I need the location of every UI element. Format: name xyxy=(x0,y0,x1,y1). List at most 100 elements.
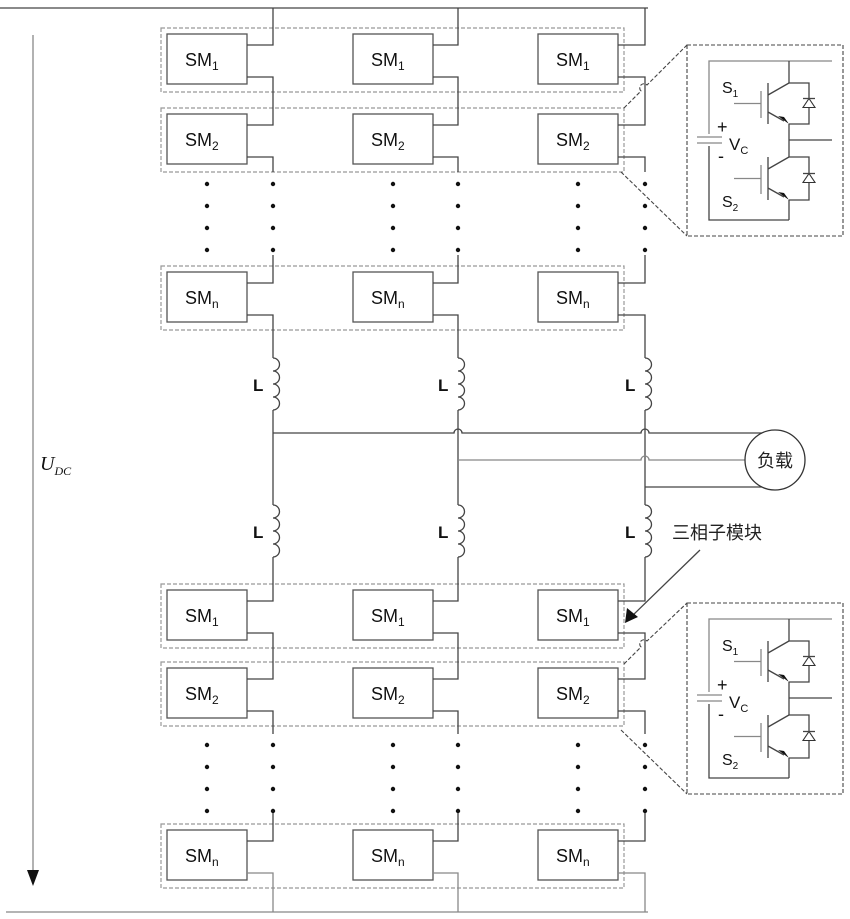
switch-label-subscript: 2 xyxy=(733,203,739,214)
switch-label: S2 xyxy=(722,752,739,772)
continuation-dot xyxy=(576,743,580,747)
capacitor-plus: + xyxy=(717,117,728,137)
continuation-dot xyxy=(643,182,647,186)
igbt-icon xyxy=(768,641,789,682)
continuation-dot xyxy=(391,743,395,747)
phase-wire xyxy=(247,873,273,912)
inductor-label: L xyxy=(438,376,448,395)
phase-wire xyxy=(618,633,645,679)
inductor-coil xyxy=(458,358,465,410)
continuation-dot xyxy=(576,809,580,813)
continuation-dot xyxy=(205,182,209,186)
continuation-dot xyxy=(205,743,209,747)
phase-wire xyxy=(433,8,458,45)
continuation-dot xyxy=(205,204,209,208)
detail-wire xyxy=(789,61,832,220)
submodule-label-subscript: n xyxy=(583,297,590,311)
submodule-label-subscript: 2 xyxy=(583,139,590,153)
phase-wire xyxy=(618,813,645,841)
inductor-label: L xyxy=(625,523,635,542)
phase-wire xyxy=(618,8,645,45)
continuation-dot xyxy=(643,248,647,252)
phase-wire xyxy=(433,633,458,679)
phase-wire xyxy=(618,255,645,283)
capacitor-minus: - xyxy=(718,146,724,166)
phase-wire xyxy=(247,813,273,841)
phase-wire xyxy=(247,8,273,45)
capacitor-plus: + xyxy=(717,675,728,695)
submodule-label-main: SM xyxy=(371,130,398,150)
continuation-dot xyxy=(456,809,460,813)
inductor-label: L xyxy=(625,376,635,395)
annotation-arrow-line xyxy=(630,550,700,618)
load-label: 负载 xyxy=(757,451,793,472)
igbt-gate xyxy=(734,723,761,752)
igbt-icon xyxy=(768,83,789,124)
inductor-coil xyxy=(458,505,465,557)
submodule-label-main: SM xyxy=(556,130,583,150)
continuation-dot xyxy=(576,248,580,252)
capacitor-icon xyxy=(697,695,722,701)
inductor-coil xyxy=(645,505,652,557)
continuation-dot xyxy=(576,204,580,208)
continuation-dot xyxy=(205,248,209,252)
phase-wire xyxy=(247,157,273,172)
continuation-dot xyxy=(456,182,460,186)
submodule-label-main: SM xyxy=(371,684,398,704)
phase-wire xyxy=(247,711,273,734)
continuation-dot xyxy=(456,743,460,747)
diode-icon xyxy=(803,732,815,741)
annotation-arrowhead xyxy=(625,608,638,623)
continuation-dot xyxy=(391,765,395,769)
switch-label: S1 xyxy=(722,638,739,658)
submodule-label-subscript: n xyxy=(212,855,219,869)
phase-wire xyxy=(247,557,273,601)
phase-wire xyxy=(618,873,645,912)
inductor-coil xyxy=(645,358,652,410)
phase-wire xyxy=(433,315,458,358)
submodule-label-subscript: 1 xyxy=(398,615,405,629)
diode-icon xyxy=(803,657,815,666)
submodule-label-main: SM xyxy=(185,684,212,704)
continuation-dot xyxy=(643,787,647,791)
submodule-label-subscript: 2 xyxy=(398,693,405,707)
continuation-dot xyxy=(271,743,275,747)
phase-wire xyxy=(433,255,458,283)
submodule-label-main: SM xyxy=(556,684,583,704)
continuation-dot xyxy=(643,743,647,747)
igbt-icon xyxy=(768,715,789,758)
submodule-label-subscript: n xyxy=(212,297,219,311)
submodule-label-main: SM xyxy=(371,846,398,866)
submodule-label-main: SM xyxy=(185,288,212,308)
switch-label-subscript: 1 xyxy=(733,647,739,658)
phase-wire xyxy=(618,557,645,601)
phase-wire xyxy=(433,77,458,125)
phase-wire xyxy=(433,813,458,841)
continuation-dot xyxy=(205,226,209,230)
submodule-label-main: SM xyxy=(371,288,398,308)
inductor-coil xyxy=(273,505,280,557)
switch-label: S2 xyxy=(722,194,739,214)
phase-wire xyxy=(433,873,458,912)
switch-label-main: S xyxy=(722,80,733,97)
three-phase-submodule-annotation: 三相子模块 xyxy=(672,523,762,544)
submodule-label-subscript: 1 xyxy=(212,59,219,73)
switch-label-subscript: 1 xyxy=(733,89,739,100)
continuation-dot xyxy=(391,809,395,813)
capacitor-voltage-label-main: V xyxy=(729,693,741,712)
switch-label: S1 xyxy=(722,80,739,100)
inductor-label: L xyxy=(253,376,263,395)
continuation-dot xyxy=(576,182,580,186)
continuation-dot xyxy=(456,787,460,791)
phase-b-output-line xyxy=(458,456,745,460)
capacitor-voltage-label-main: V xyxy=(729,135,741,154)
phase-wire xyxy=(433,711,458,734)
callout-line xyxy=(621,172,687,236)
continuation-dot xyxy=(271,787,275,791)
capacitor-minus: - xyxy=(718,704,724,724)
continuation-dot xyxy=(576,765,580,769)
igbt-icon xyxy=(768,157,789,200)
phase-wire xyxy=(618,157,645,172)
continuation-dot xyxy=(643,226,647,230)
